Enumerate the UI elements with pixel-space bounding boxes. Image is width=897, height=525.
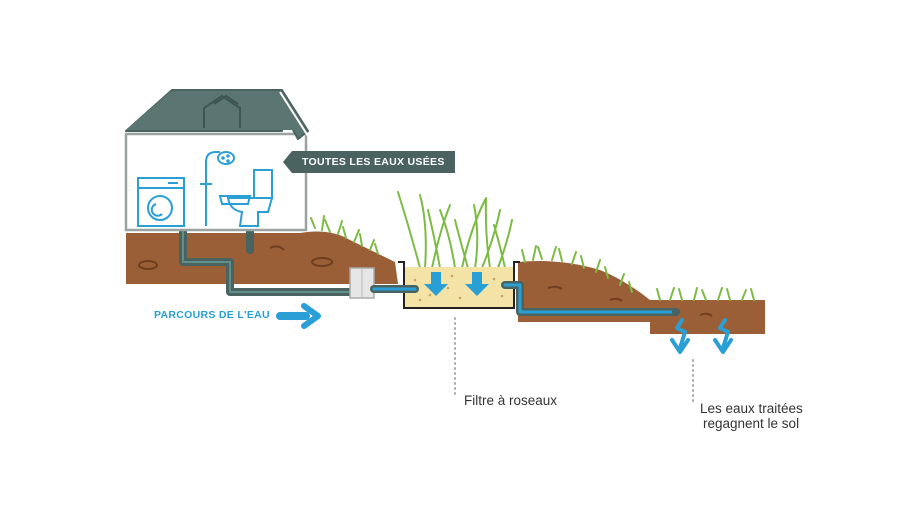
reed-filter-caption: Filtre à roseaux [464,393,558,408]
filter-basin-outline [398,261,520,309]
drain-pipes [179,228,364,296]
shower-icon [200,151,235,226]
water-path-label: PARCOURS DE L'EAU [154,309,270,321]
treated-water-caption-line1: Les eaux traitées [700,401,803,416]
treated-water-caption-line2: regagnent le sol [703,416,800,431]
grass [310,215,755,301]
sink-icon [218,195,252,205]
reed-filter-bed [404,267,514,307]
water-arrow-icon [276,303,321,329]
reeds [397,191,513,269]
infiltration-arrows [670,318,733,354]
soil-pebbles [138,245,713,317]
soil-right [650,300,765,334]
dormer [203,94,241,128]
toilet-icon [226,169,274,227]
soil-middle [518,261,650,322]
filter-arrows [424,272,489,296]
washing-machine-icon [137,177,185,227]
all-wastewater-label: TOUTES LES EAUX USÉES [283,151,455,173]
sand-dots [413,274,504,302]
soil-left [126,231,398,284]
house-wall [124,132,308,232]
